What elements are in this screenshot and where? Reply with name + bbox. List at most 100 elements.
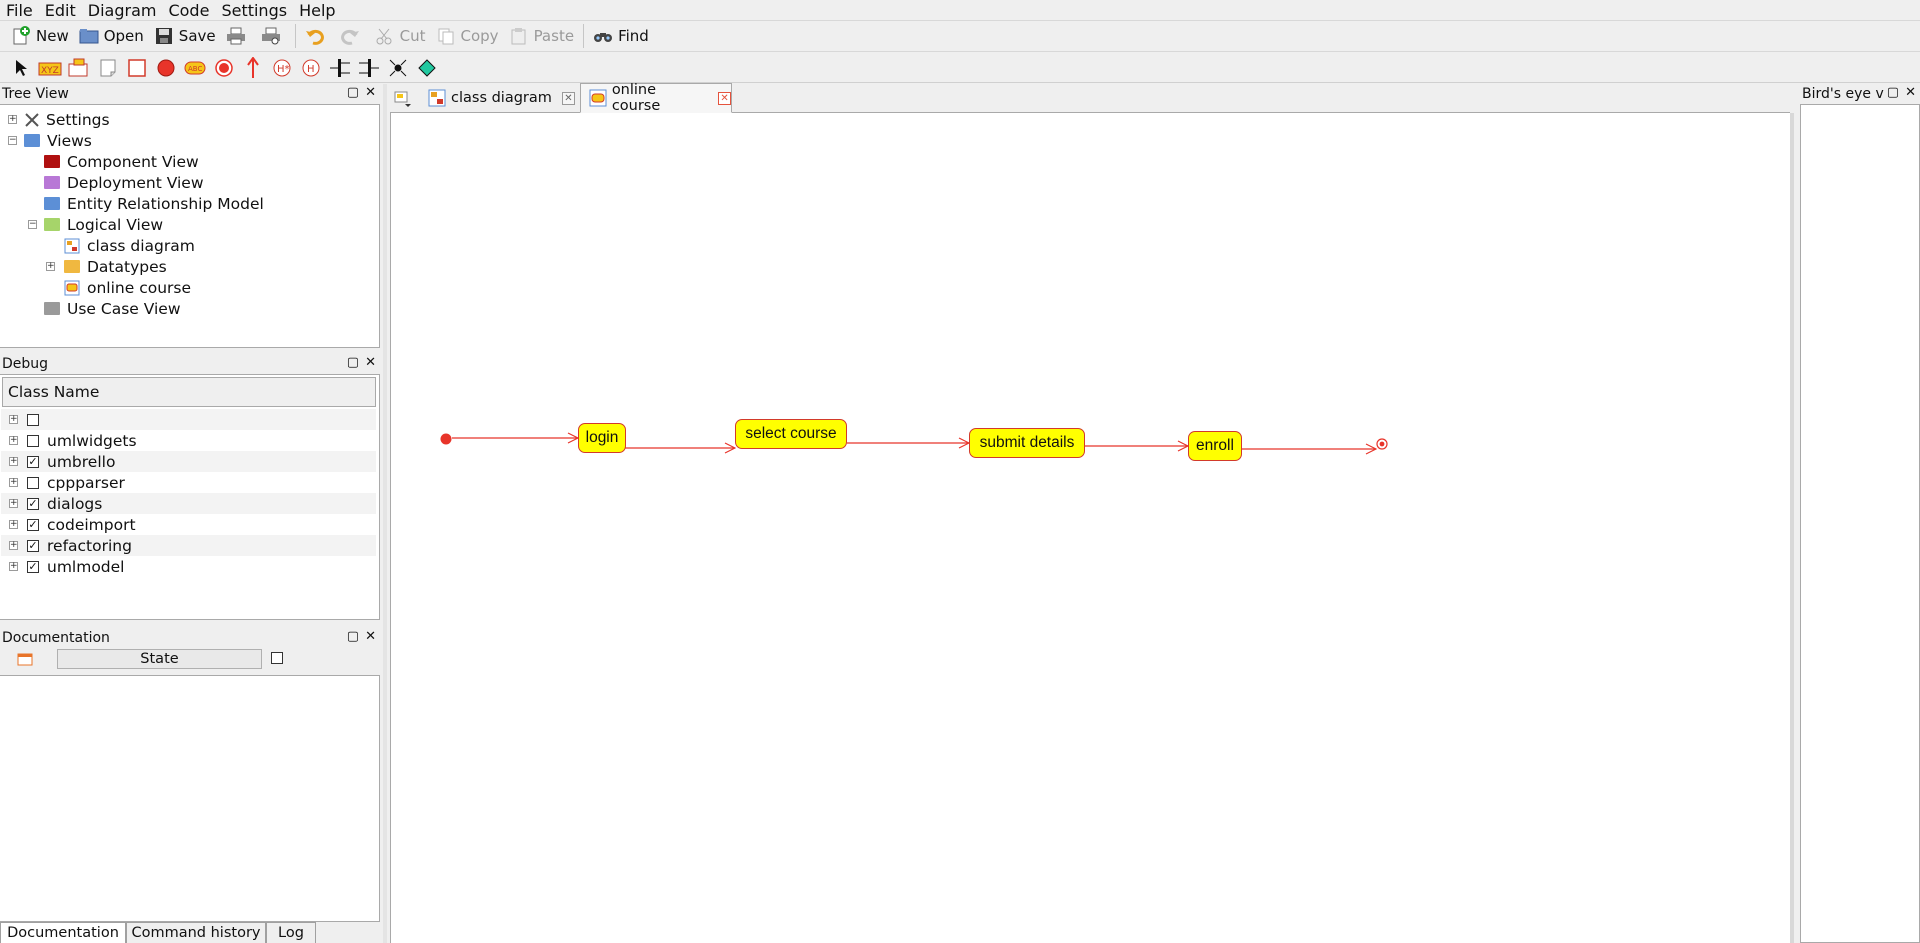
find-button[interactable]: Find [588,23,654,49]
menu-code[interactable]: Code [168,0,210,20]
debug-checkbox[interactable]: ✓ [27,538,39,552]
open-button[interactable]: Open [74,23,149,49]
tree-item-online-course[interactable]: online course [64,277,191,298]
tab-class-diagram[interactable]: class diagram ✕ [424,84,575,112]
debug-row[interactable]: + [1,409,376,430]
state-login[interactable]: login [578,423,626,453]
debug-row[interactable]: + cppparser [1,472,376,493]
debug-checkbox[interactable]: ✓ [27,454,39,468]
close-dock-icon[interactable]: ✕ [365,355,376,370]
debug-checkbox[interactable]: ✓ [27,496,39,510]
expand-icon[interactable]: + [9,498,18,508]
expand-icon[interactable]: + [9,435,18,445]
documentation-text-area[interactable] [0,675,380,922]
undo-button[interactable] [300,23,335,49]
dock-controls: ▢ ✕ [347,355,376,370]
debug-checkbox[interactable] [27,413,39,426]
debug-checkbox[interactable]: ✓ [27,559,39,573]
close-dock-icon[interactable]: ✕ [365,629,376,644]
tab-online-course[interactable]: online course ✕ [580,82,732,114]
state-type-field[interactable]: State [57,649,262,669]
float-dock-icon[interactable]: ▢ [1886,85,1900,100]
choice-tool[interactable] [412,55,441,81]
debug-row[interactable]: + umlwidgets [1,430,376,451]
float-dock-icon[interactable]: ▢ [346,355,360,370]
diagram-canvas[interactable]: login select course submit details enrol… [390,113,1790,943]
debug-checkbox[interactable]: ✓ [27,517,39,531]
close-tab-icon[interactable]: ✕ [561,91,575,105]
close-tab-icon[interactable]: ✕ [718,91,731,105]
debug-row[interactable]: + ✓ refactoring [1,535,376,556]
state-enroll[interactable]: enroll [1188,431,1242,461]
debug-row-label: refactoring [47,536,132,555]
menu-diagram[interactable]: Diagram [87,0,157,20]
class-name-column-header[interactable]: Class Name [2,377,376,407]
box-tool[interactable] [122,55,151,81]
shallow-history-tool[interactable]: H [296,55,325,81]
state-submit-details[interactable]: submit details [969,428,1085,458]
tree-item-datatypes[interactable]: + Datatypes [46,256,167,277]
documentation-checkbox[interactable] [271,652,283,664]
note-tool[interactable] [93,55,122,81]
text-line-tool[interactable]: XYZ [35,55,64,81]
collapse-icon[interactable]: − [28,219,37,229]
tree-item-deployment-view[interactable]: Deployment View [44,172,204,193]
end-state-tool[interactable] [209,55,238,81]
new-button[interactable]: New [6,23,74,49]
tree-item-class-diagram[interactable]: class diagram [64,235,195,256]
float-dock-icon[interactable]: ▢ [346,629,360,644]
redo-button[interactable] [335,23,370,49]
print-preview-button[interactable] [256,23,291,49]
left-dock-splitter[interactable] [383,84,387,943]
menu-edit[interactable]: Edit [44,0,76,20]
join-tool[interactable] [354,55,383,81]
print-button[interactable] [221,23,256,49]
junction-tool[interactable] [383,55,412,81]
collapse-icon[interactable]: − [8,135,17,145]
save-button[interactable]: Save [149,23,221,49]
deep-history-tool[interactable]: H* [267,55,296,81]
tree-item-logical-view[interactable]: − Logical View [28,214,163,235]
expand-icon[interactable]: + [9,477,18,487]
expand-icon[interactable]: + [9,414,18,424]
float-dock-icon[interactable]: ▢ [346,85,360,100]
paste-button[interactable]: Paste [504,23,580,49]
tab-log[interactable]: Log [266,922,316,943]
debug-checkbox[interactable] [27,434,39,447]
expand-icon[interactable]: + [9,561,18,571]
new-tab-button[interactable] [390,84,414,112]
initial-state[interactable] [440,433,452,445]
expand-icon[interactable]: + [8,114,17,124]
copy-button[interactable]: Copy [431,23,504,49]
expand-icon[interactable]: + [9,540,18,550]
initial-state-tool[interactable] [151,55,180,81]
state-tool[interactable]: ABC [180,55,209,81]
fork-tool[interactable] [325,55,354,81]
close-dock-icon[interactable]: ✕ [365,85,376,100]
debug-row[interactable]: + ✓ umbrello [1,451,376,472]
tree-item-use-case-view[interactable]: Use Case View [44,298,181,319]
menu-file[interactable]: File [6,0,33,20]
tree-item-entity-relationship-model[interactable]: Entity Relationship Model [44,193,264,214]
expand-icon[interactable]: + [9,456,18,466]
expand-icon[interactable]: + [46,261,55,271]
birds-eye-view-panel[interactable] [1800,104,1920,943]
close-dock-icon[interactable]: ✕ [1905,85,1916,100]
tree-item-component-view[interactable]: Component View [44,151,199,172]
transition-tool[interactable] [238,55,267,81]
debug-row[interactable]: + ✓ umlmodel [1,556,376,577]
menu-settings[interactable]: Settings [221,0,288,20]
expand-icon[interactable]: + [9,519,18,529]
menu-help[interactable]: Help [299,0,336,20]
debug-row[interactable]: + ✓ codeimport [1,514,376,535]
tab-documentation[interactable]: Documentation [0,922,126,943]
debug-checkbox[interactable] [27,476,39,489]
note-box-tool[interactable] [64,55,93,81]
cut-button[interactable]: Cut [370,23,431,49]
tab-command-history[interactable]: Command history [126,922,266,943]
debug-row[interactable]: + ✓ dialogs [1,493,376,514]
tree-item-views[interactable]: − Views [8,130,92,151]
state-select-course[interactable]: select course [735,419,847,449]
select-tool[interactable] [6,55,35,81]
tree-item-settings[interactable]: + Settings [8,109,110,130]
